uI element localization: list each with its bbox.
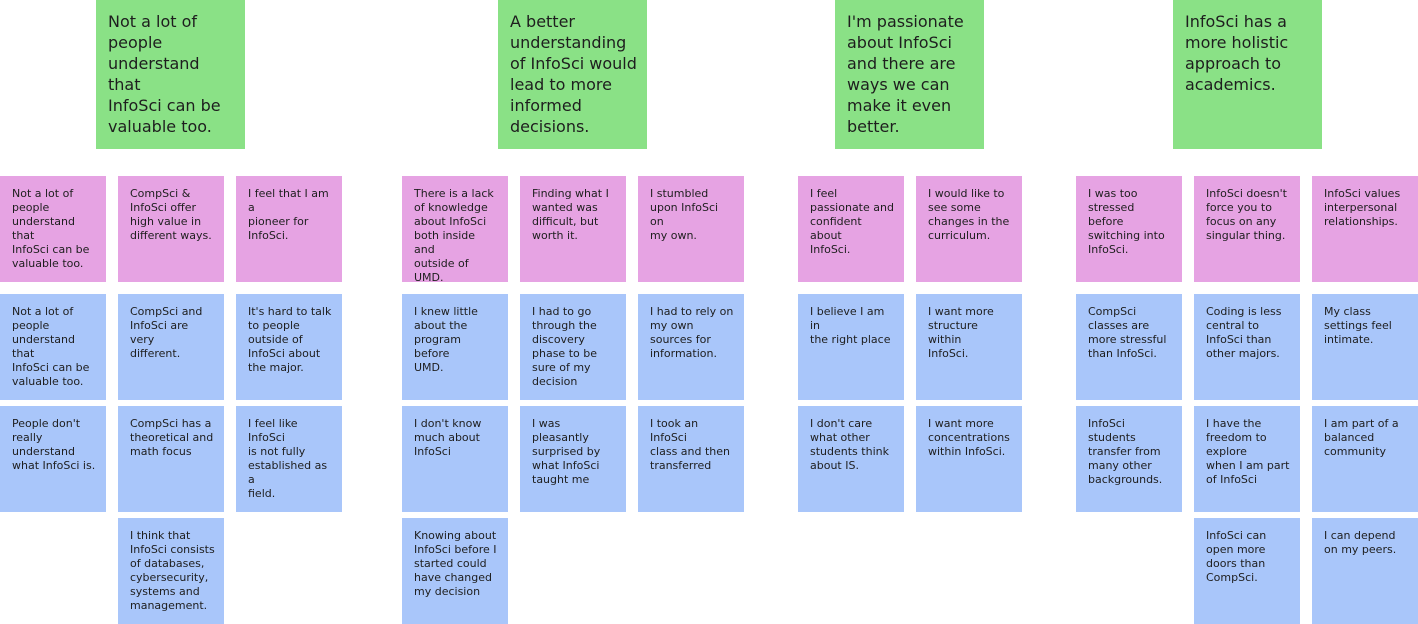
quote-note[interactable]: I want more structure within InfoSci. [916, 294, 1022, 400]
quote-note[interactable]: CompSci classes are more stressful than … [1076, 294, 1182, 400]
quote-note[interactable]: It's hard to talk to people outside of I… [236, 294, 342, 400]
quote-note[interactable]: I feel like InfoSci is not fully establi… [236, 406, 342, 512]
observation-note[interactable]: I feel that I am a pioneer for InfoSci. [236, 176, 342, 282]
quote-note[interactable]: I was pleasantly surprised by what InfoS… [520, 406, 626, 512]
quote-note[interactable]: I can depend on my peers. [1312, 518, 1418, 624]
quote-note[interactable]: I believe I am in the right place [798, 294, 904, 400]
quote-note[interactable]: Knowing about InfoSci before I started c… [402, 518, 508, 624]
quote-note[interactable]: CompSci and InfoSci are very different. [118, 294, 224, 400]
quote-note[interactable]: Coding is less central to InfoSci than o… [1194, 294, 1300, 400]
observation-note[interactable]: InfoSci doesn't force you to focus on an… [1194, 176, 1300, 282]
observation-note[interactable]: I was too stressed before switching into… [1076, 176, 1182, 282]
quote-note[interactable]: I had to rely on my own sources for info… [638, 294, 744, 400]
quote-note[interactable]: I think that InfoSci consists of databas… [118, 518, 224, 624]
observation-note[interactable]: Finding what I wanted was difficult, but… [520, 176, 626, 282]
quote-note[interactable]: People don't really understand what Info… [0, 406, 106, 512]
quote-note[interactable]: InfoSci students transfer from many othe… [1076, 406, 1182, 512]
observation-note[interactable]: I feel passionate and confident about In… [798, 176, 904, 282]
observation-note[interactable]: CompSci & InfoSci offer high value in di… [118, 176, 224, 282]
quote-note[interactable]: I had to go through the discovery phase … [520, 294, 626, 400]
quote-note[interactable]: I don't care what other students think a… [798, 406, 904, 512]
quote-note[interactable]: InfoSci can open more doors than CompSci… [1194, 518, 1300, 624]
theme-note[interactable]: I'm passionate about InfoSci and there a… [835, 0, 984, 149]
quote-note[interactable]: CompSci has a theoretical and math focus [118, 406, 224, 512]
theme-note[interactable]: A better understanding of InfoSci would … [498, 0, 647, 149]
quote-note[interactable]: I took an InfoSci class and then transfe… [638, 406, 744, 512]
quote-note[interactable]: I am part of a balanced community [1312, 406, 1418, 512]
quote-note[interactable]: I don't know much about InfoSci [402, 406, 508, 512]
observation-note[interactable]: I would like to see some changes in the … [916, 176, 1022, 282]
quote-note[interactable]: I have the freedom to explore when I am … [1194, 406, 1300, 512]
observation-note[interactable]: InfoSci values interpersonal relationshi… [1312, 176, 1418, 282]
observation-note[interactable]: Not a lot of people understand that Info… [0, 176, 106, 282]
quote-note[interactable]: My class settings feel intimate. [1312, 294, 1418, 400]
quote-note[interactable]: I knew little about the program before U… [402, 294, 508, 400]
theme-note[interactable]: Not a lot of people understand that Info… [96, 0, 245, 149]
quote-note[interactable]: Not a lot of people understand that Info… [0, 294, 106, 400]
theme-note[interactable]: InfoSci has a more holistic approach to … [1173, 0, 1322, 149]
quote-note[interactable]: I want more concentrations within InfoSc… [916, 406, 1022, 512]
observation-note[interactable]: I stumbled upon InfoSci on my own. [638, 176, 744, 282]
observation-note[interactable]: There is a lack of knowledge about InfoS… [402, 176, 508, 282]
